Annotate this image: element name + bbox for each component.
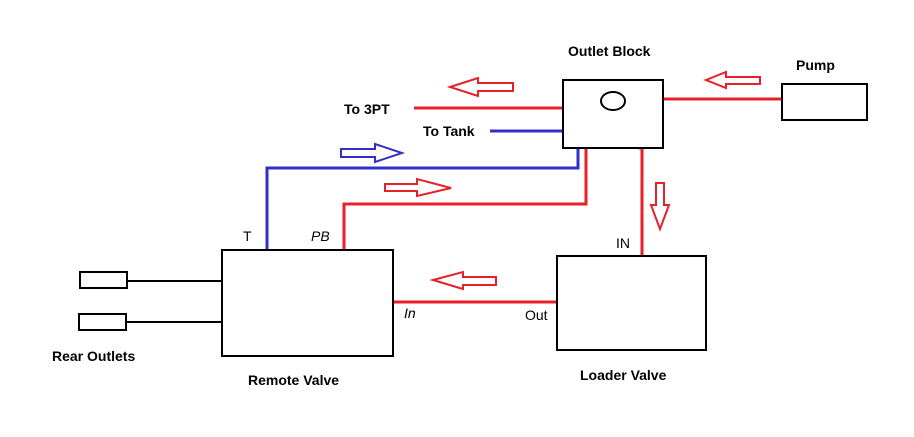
flow-arrow-left-icon xyxy=(429,270,497,291)
remote-valve-label: Remote Valve xyxy=(248,372,339,388)
loader-valve-in-port-label: IN xyxy=(616,235,630,251)
rear-outlets-label: Rear Outlets xyxy=(52,348,135,364)
flow-arrow-down-icon xyxy=(649,182,671,232)
loader-valve-out-port-label: Out xyxy=(525,307,548,323)
pump-box xyxy=(781,83,868,121)
remote-valve-t-port-label: T xyxy=(243,228,252,244)
outlet-block-box xyxy=(562,79,664,149)
outlet-block-label: Outlet Block xyxy=(568,43,651,59)
flow-arrow-left-icon xyxy=(446,76,514,98)
rear-outlet-top xyxy=(79,271,128,289)
remote-valve-in-port-label: In xyxy=(404,305,416,321)
flow-arrow-right-icon xyxy=(340,142,406,164)
rear-outlet-bottom xyxy=(78,313,127,331)
loader-valve-label: Loader Valve xyxy=(580,367,667,383)
to-3pt-label: To 3PT xyxy=(344,101,390,117)
flow-arrow-left-icon xyxy=(703,70,761,90)
remote-valve-pb-port-label: PB xyxy=(311,228,330,244)
pipe-block-to-pb xyxy=(342,97,588,250)
remote-valve-box xyxy=(221,249,394,357)
flow-arrow-right-icon xyxy=(384,177,452,198)
to-tank-label: To Tank xyxy=(423,123,475,139)
pump-label: Pump xyxy=(796,57,835,73)
loader-valve-box xyxy=(556,255,707,351)
outlet-block-port-icon xyxy=(600,91,626,111)
pipe-remote-t-to-tank xyxy=(265,140,580,250)
